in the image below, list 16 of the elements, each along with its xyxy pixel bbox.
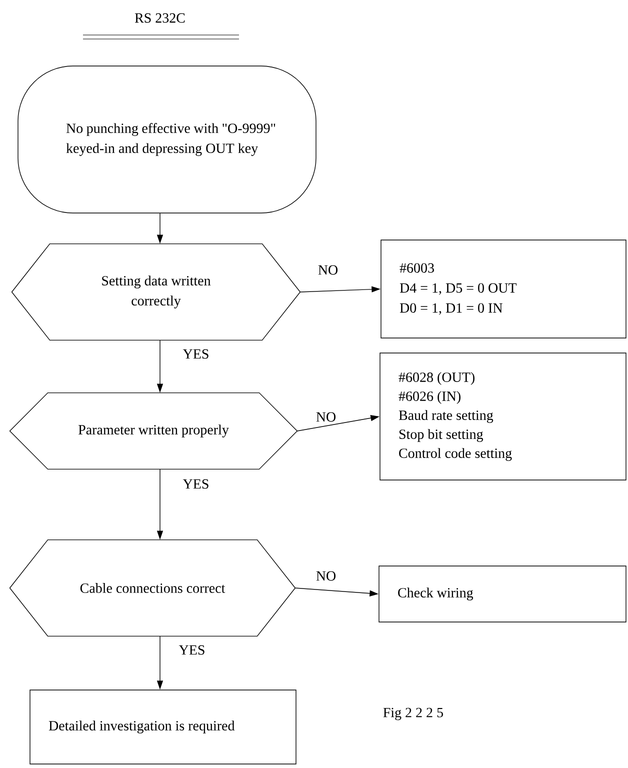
process-box: #6028 (OUT) #6026 (IN) Baud rate setting Stop bit setting Control code setting bbox=[380, 352, 626, 480]
process-box: #6003 D4 = 1, D5 = 0 OUT D0 = 1, D1 = 0 IN bbox=[380, 240, 626, 338]
process-box: Detailed investigation is required bbox=[30, 690, 296, 764]
decision-hexagon: Setting data written correctly bbox=[11, 243, 301, 341]
decision-hexagon: Parameter written properly bbox=[9, 392, 298, 470]
edge-label: NO bbox=[316, 264, 340, 276]
edge-label: YES bbox=[182, 348, 210, 360]
edge-label: YES bbox=[182, 478, 210, 490]
start-terminal: No punching effective with "O-9999" keyed-in and depressing OUT key bbox=[18, 66, 316, 214]
caption: Fig 2 2 2 5 bbox=[383, 708, 443, 720]
decision-hexagon: Cable connections correct bbox=[9, 539, 296, 637]
edge-label: YES bbox=[178, 644, 206, 656]
edge-label: NO bbox=[314, 411, 338, 423]
process-box: Check wiring bbox=[378, 566, 626, 622]
edge-label: NO bbox=[314, 570, 338, 582]
title: RS 232C bbox=[134, 13, 185, 23]
